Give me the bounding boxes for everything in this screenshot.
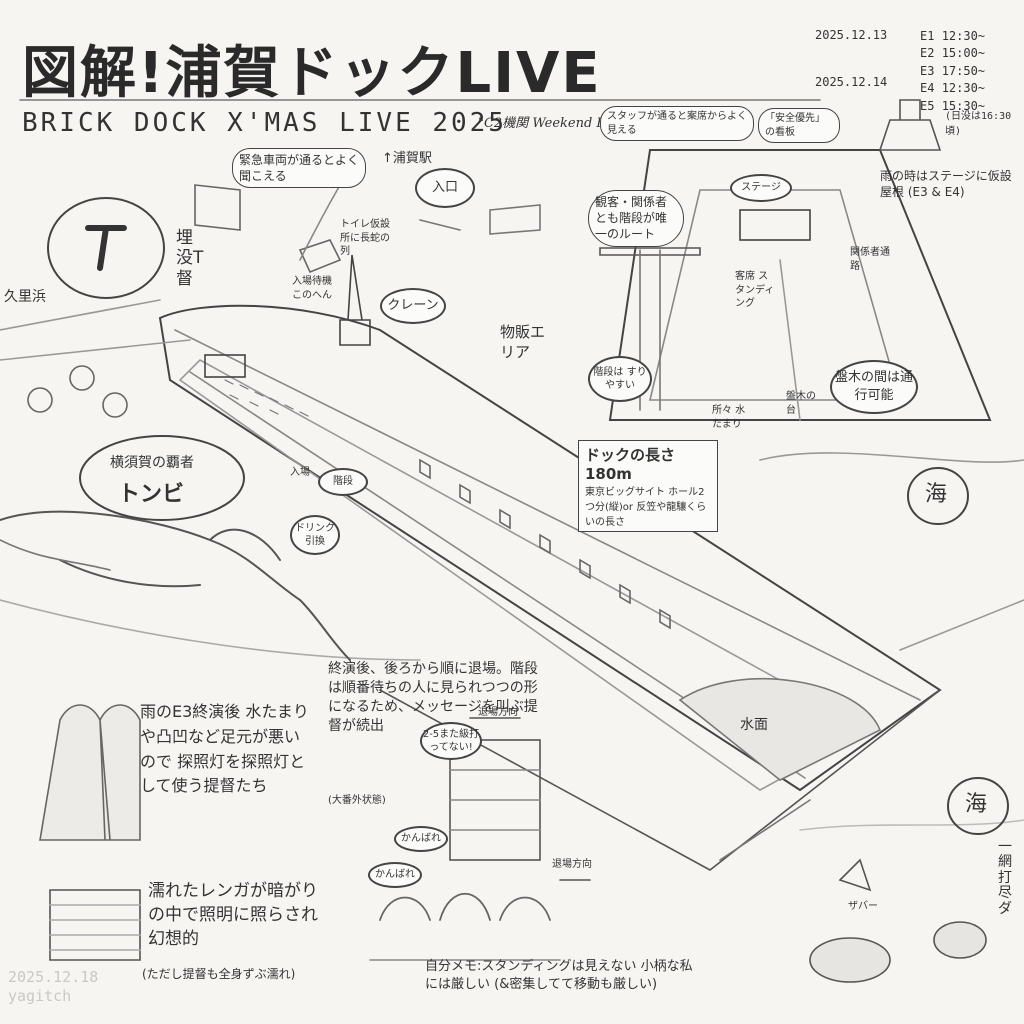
entrance-label: 入口 (415, 168, 475, 208)
rain-note: 雨のE3終演後 水たまりや凸凹など足元が悪いので 探照灯を探照灯として使う提督た… (140, 702, 309, 796)
keel-label: 盤木の台 (786, 391, 816, 416)
schedule-item: E4 12:30~ (920, 81, 986, 96)
exit-sub: (大番外状態) (328, 795, 386, 806)
schedule-day2-date: 2025.12.14 (815, 75, 888, 89)
safety-sign: 「安全優先」の看板 (758, 108, 840, 143)
station-label: ↑浦賀駅 (382, 151, 432, 166)
signature-name: yagitch (8, 986, 72, 1005)
splash-label: ザバー (848, 901, 878, 912)
route-note: 観客・関係者とも階段が唯一のルート (588, 190, 684, 247)
water-label: 水面 (740, 717, 768, 733)
sunset-note: (日没は16:30頃) (945, 111, 1012, 137)
seats-label: 客席 スタンディング (735, 271, 775, 309)
cheer-bubble-1: 2-5また級打ってない! (420, 722, 482, 760)
dock-length-note: 東京ビッグサイト ホール2つ分(縦)or 反笠や龍驤くらいの長さ (585, 487, 707, 528)
brick-sub: (ただし提督も全身ずぶ濡れ) (142, 967, 296, 981)
keel-pass-note: 盤木の間は通行可能 (830, 360, 918, 414)
staff-note: スタッフが通ると案席からよく見える (600, 106, 754, 141)
cheer-bubble-2: かんばれ (394, 826, 448, 852)
kurihama-label: 久里浜 (4, 289, 46, 305)
signature-date: 2025.12.18 (8, 968, 99, 986)
sea-label-1: 海 (925, 482, 948, 507)
schedule-item: E2 15:00~ (920, 46, 986, 61)
dock-length: ドックの長さ180m (585, 446, 676, 483)
signature: 2025.12.18 yagitch (8, 968, 98, 1006)
rain-roof-note: 雨の時はステージに仮設屋根 (E3 & E4) (880, 169, 1012, 200)
page-title: 図解!浦賀ドックLIVE (22, 41, 602, 106)
road-label: 関係者通路 (850, 247, 890, 272)
subtitle-note: "C2機関 Weekend Fes." (478, 116, 630, 131)
stage-label: ステージ (730, 174, 792, 202)
fishing-label: 一網打尽ダ (998, 839, 1012, 917)
stairs-slip-note: 階段は すりやすい (588, 356, 652, 402)
buried-label: 埋没T督 (176, 228, 204, 289)
stairs-label: 階段 (318, 468, 368, 496)
exit-note: 終演後、後ろから順に退場。階段は順番待ちの人に見られつつの形になるため、メッセー… (328, 661, 538, 734)
emergency-label: 緊急車両が通るとよく聞こえる (232, 148, 366, 189)
schedule-item: E3 17:50~ (920, 63, 986, 78)
schedule-list: E1 12:30~ E2 15:00~ E3 17:50~ E4 12:30~ … (920, 28, 985, 115)
sea-label-2: 海 (965, 792, 988, 817)
enter-label: 入場 (290, 467, 310, 478)
brick-note: 濡れたレンガが暗がりの中で照明に照らされ幻想的 (148, 881, 318, 949)
drink-label: ドリンク引換 (290, 515, 340, 555)
cheer-bubble-3: かんばれ (368, 862, 422, 888)
crane-label: クレーン (380, 288, 446, 324)
page-subtitle: BRICK DOCK X'MAS LIVE 2025 (22, 108, 507, 138)
schedule-item: E1 12:30~ (920, 29, 986, 43)
crowd-label: 入場待機このへん (292, 276, 332, 301)
toilet-label: トイレ仮設所に長蛇の列 (340, 219, 390, 257)
merch-label: 物販エリア (500, 323, 546, 362)
tonbi-name: トンビ (118, 482, 185, 507)
puddle-label: 所々 水たまり (712, 405, 746, 430)
dock-length-box: ドックの長さ180m 東京ビッグサイト ホール2つ分(縦)or 反笠や龍驤くらい… (578, 440, 718, 532)
tonbi-caption: 横須賀の覇者 (110, 455, 194, 471)
schedule-item: E5 15:30~ (920, 98, 986, 113)
schedule-day1-date: 2025.12.13 (815, 28, 888, 42)
personal-memo: 自分メモ:スタンディングは見えない 小柄な私には厳しい (&密集してて移動も厳し… (425, 959, 693, 992)
exit-direction: 退場方向 (478, 707, 518, 718)
exit-direction-2: 退場方向 (552, 859, 592, 870)
